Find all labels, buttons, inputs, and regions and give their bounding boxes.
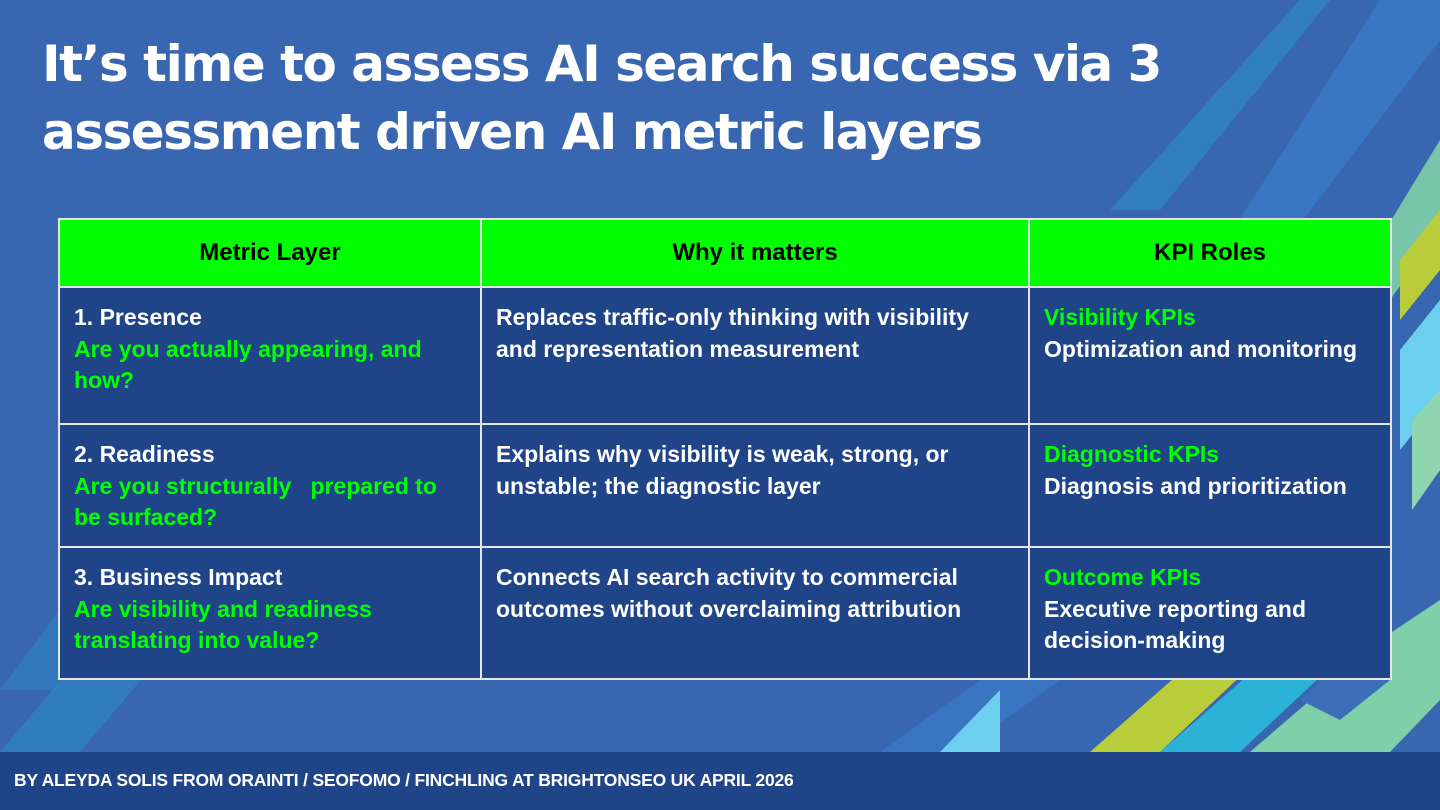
kpi-name: Outcome KPIs <box>1044 564 1202 590</box>
why-text: Explains why visibility is weak, strong,… <box>496 441 949 499</box>
kpi-role-cell: Visibility KPIs Optimization and monitor… <box>1028 286 1392 425</box>
metric-layer-cell: 2. Readiness Are you structurally prepar… <box>58 423 482 548</box>
column-header-metric-layer: Metric Layer <box>58 218 482 288</box>
kpi-role-cell: Diagnostic KPIs Diagnosis and prioritiza… <box>1028 423 1392 548</box>
why-it-matters-cell: Connects AI search activity to commercia… <box>480 546 1030 680</box>
layer-question: Are you structurally prepared to be surf… <box>74 472 444 531</box>
layer-name: 1. Presence <box>74 304 202 330</box>
why-it-matters-cell: Replaces traffic-only thinking with visi… <box>480 286 1030 425</box>
metrics-table: Metric Layer Why it matters KPI Roles 1.… <box>58 218 1392 680</box>
table-row: 1. Presence Are you actually appearing, … <box>58 286 1392 425</box>
kpi-name: Diagnostic KPIs <box>1044 441 1220 467</box>
kpi-role: Optimization and monitoring <box>1044 335 1358 362</box>
slide-title: It’s time to assess AI search success vi… <box>42 35 1162 161</box>
kpi-role: Executive reporting and decision-making <box>1044 595 1307 654</box>
layer-name: 2. Readiness <box>74 441 215 467</box>
column-header-kpi-roles: KPI Roles <box>1028 218 1392 288</box>
footer-credit: BY ALEYDA SOLIS FROM ORAINTI / SEOFOMO /… <box>14 770 794 790</box>
metric-layer-cell: 1. Presence Are you actually appearing, … <box>58 286 482 425</box>
layer-question: Are you actually appearing, and how? <box>74 335 422 394</box>
layer-question: Are visibility and readiness translating… <box>74 595 372 654</box>
why-text: Replaces traffic-only thinking with visi… <box>496 304 969 362</box>
table-header-row: Metric Layer Why it matters KPI Roles <box>58 218 1392 288</box>
why-text: Connects AI search activity to commercia… <box>496 564 962 622</box>
kpi-role-cell: Outcome KPIs Executive reporting and dec… <box>1028 546 1392 680</box>
why-it-matters-cell: Explains why visibility is weak, strong,… <box>480 423 1030 548</box>
table-row: 3. Business Impact Are visibility and re… <box>58 546 1392 680</box>
kpi-name: Visibility KPIs <box>1044 304 1196 330</box>
metric-layer-cell: 3. Business Impact Are visibility and re… <box>58 546 482 680</box>
kpi-role: Diagnosis and prioritization <box>1044 472 1347 499</box>
footer-bar: BY ALEYDA SOLIS FROM ORAINTI / SEOFOMO /… <box>0 752 1440 810</box>
layer-name: 3. Business Impact <box>74 564 283 590</box>
column-header-why-it-matters: Why it matters <box>480 218 1030 288</box>
table-row: 2. Readiness Are you structurally prepar… <box>58 423 1392 548</box>
